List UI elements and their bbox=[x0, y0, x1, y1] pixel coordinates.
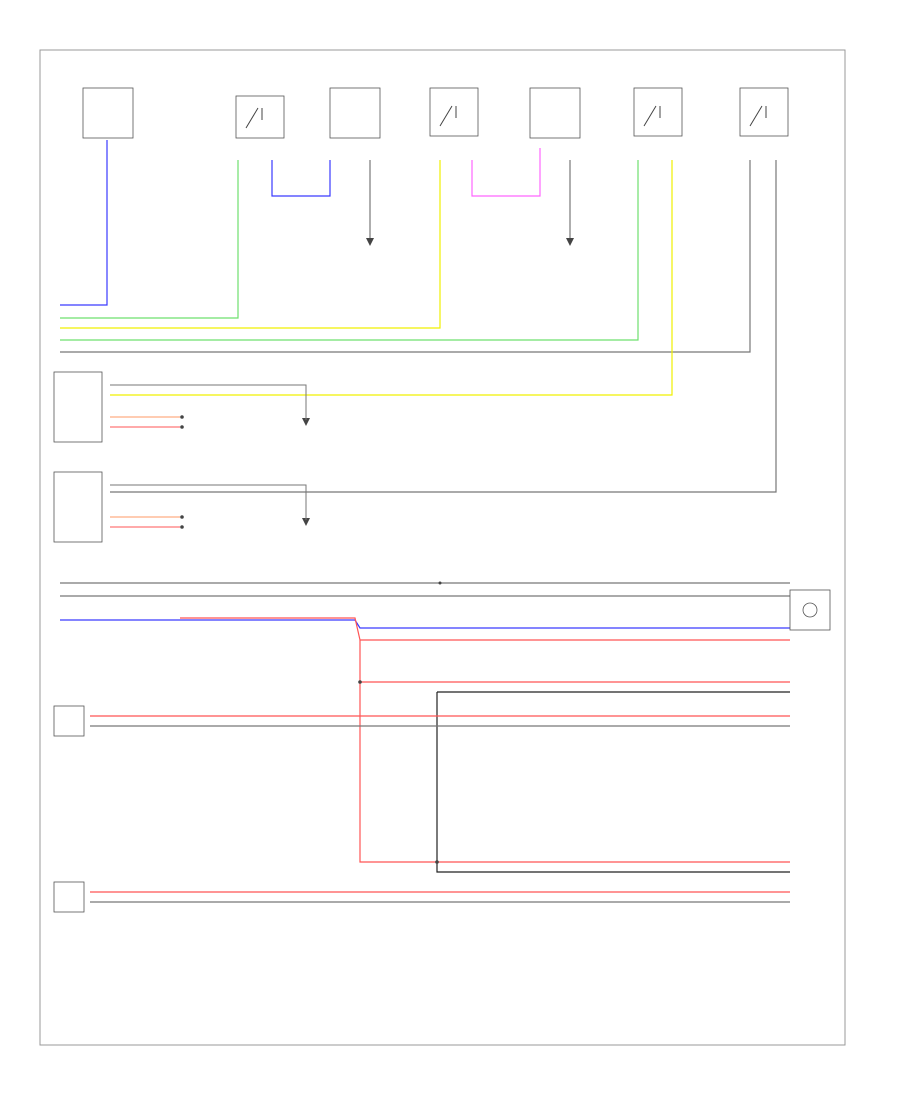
ground-arrow-3 bbox=[302, 418, 310, 426]
door-modules bbox=[53, 371, 307, 543]
memory-module-box bbox=[82, 87, 134, 139]
wire-blue-lower bbox=[60, 619, 790, 629]
switch-2-box bbox=[329, 87, 381, 139]
top-wire-bundle bbox=[60, 140, 777, 493]
ground-arrow-1 bbox=[366, 238, 374, 246]
wire-pink-loop bbox=[471, 148, 541, 197]
dot-black-junction bbox=[435, 860, 439, 864]
lower-wiring bbox=[60, 582, 790, 903]
dot-pink-stub-2 bbox=[180, 525, 184, 529]
wire-gray-top bbox=[60, 160, 751, 353]
wire-green-top-2 bbox=[60, 160, 639, 341]
rear-door-module-box bbox=[53, 471, 103, 543]
switch-3-box bbox=[429, 87, 479, 137]
ground-arrow-4 bbox=[302, 518, 310, 526]
dot-red-junction bbox=[358, 680, 362, 684]
dot-pink-stub-1 bbox=[180, 425, 184, 429]
diagram-frame bbox=[39, 49, 846, 1046]
top-components bbox=[82, 87, 789, 139]
rear-door-lines bbox=[110, 484, 307, 520]
switch-5-symbol bbox=[643, 105, 661, 127]
wire-gray-right bbox=[110, 160, 777, 493]
switch-6-symbol bbox=[749, 105, 767, 127]
passenger-door-lines bbox=[110, 384, 307, 420]
switch-6-box bbox=[739, 87, 789, 137]
switch-5-box bbox=[633, 87, 683, 137]
wire-yellow-right bbox=[110, 160, 673, 396]
wire-red-lower bbox=[180, 617, 790, 641]
ground-symbols bbox=[302, 238, 574, 526]
wire-black-vertical bbox=[436, 692, 790, 873]
dot-orange-stub-1 bbox=[180, 415, 184, 419]
rear-lh-door-lock-box bbox=[53, 705, 85, 737]
switch-4-box bbox=[529, 87, 581, 139]
ground-arrow-2 bbox=[566, 238, 574, 246]
switch-1-box bbox=[235, 95, 285, 139]
dot-orange-stub-2 bbox=[180, 515, 184, 519]
switch-1-symbol bbox=[245, 107, 263, 129]
dot-gray-junction bbox=[438, 581, 442, 585]
wire-green-top-1 bbox=[60, 160, 239, 319]
front-passenger-door-lock-box bbox=[53, 881, 85, 913]
passenger-door-module-box bbox=[53, 371, 103, 443]
switch-3-symbol bbox=[439, 105, 457, 127]
wire-blue-loop bbox=[271, 160, 331, 197]
wire-yellow-top bbox=[60, 160, 441, 329]
connection-dots bbox=[180, 415, 442, 864]
lower-components bbox=[53, 589, 831, 913]
wire-red-vertical bbox=[359, 640, 790, 863]
trunk-light-box bbox=[789, 589, 831, 631]
trunk-light-bulb bbox=[802, 602, 818, 618]
wire-blue-top bbox=[60, 140, 108, 306]
